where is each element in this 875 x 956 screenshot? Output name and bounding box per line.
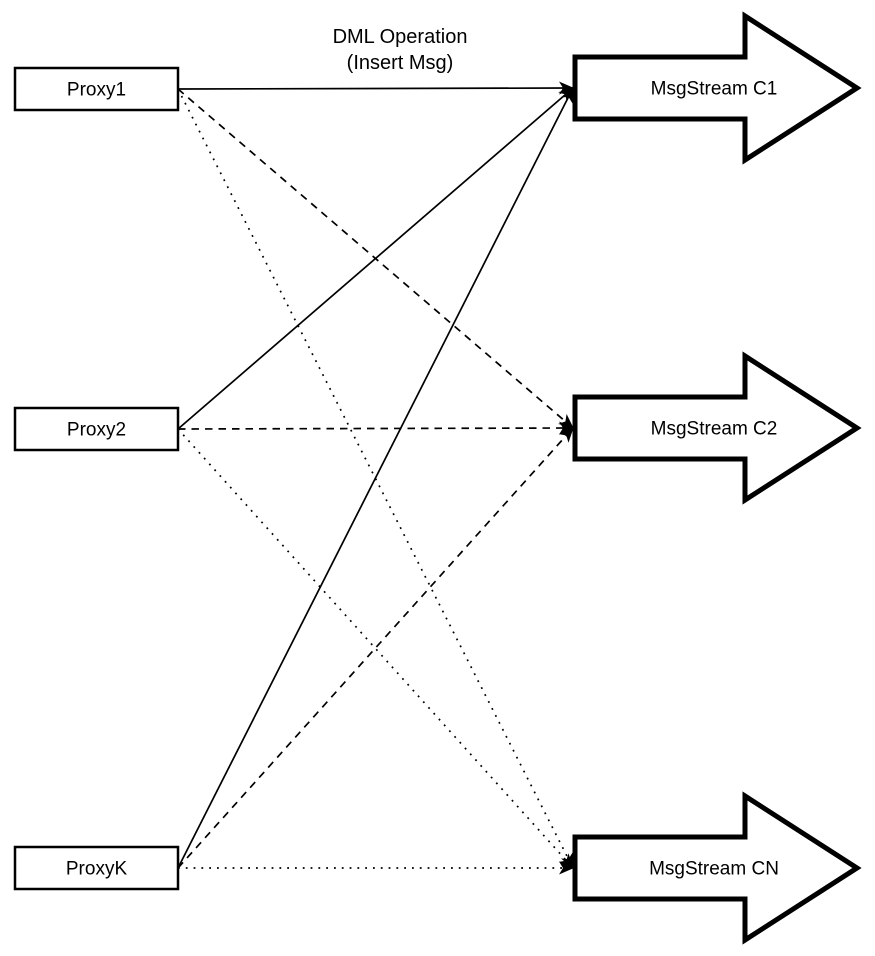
proxy-box (13, 66, 180, 112)
connection-proxy2-to-cn (177, 428, 574, 869)
stream-arrow-shape (572, 791, 862, 945)
stream-label: MsgStream C1 (651, 79, 778, 100)
connection-proxy1-to-c2 (177, 88, 574, 429)
proxy-node-proxy2: Proxy2 (13, 406, 180, 452)
stream-arrow-shape (572, 11, 862, 165)
proxy-label: Proxy2 (67, 420, 126, 441)
proxy-node-proxyk: ProxyK (13, 845, 180, 891)
connection-proxy2-to-c2 (177, 421, 574, 435)
stream-node-c1: MsgStream C1 (572, 11, 862, 165)
dml-operation-label: DML Operation (Insert Msg) (333, 26, 468, 74)
connection-proxyk-to-c2 (177, 427, 574, 869)
proxy-box (13, 845, 180, 891)
connection-proxyk-to-c1 (177, 87, 574, 869)
stream-node-cn: MsgStream CN (572, 791, 862, 945)
proxy-label: Proxy1 (67, 80, 126, 101)
dml-operation-label-line1: DML Operation (333, 26, 468, 48)
stream-label: MsgStream C2 (651, 419, 778, 440)
proxy-node-proxy1: Proxy1 (13, 66, 180, 112)
connection-lines (177, 81, 574, 875)
stream-node-c2: MsgStream C2 (572, 351, 862, 505)
stream-label: MsgStream CN (649, 859, 779, 880)
proxy-label: ProxyK (66, 859, 128, 880)
dml-operation-label-line2: (Insert Msg) (347, 52, 454, 74)
stream-arrow-shape (572, 351, 862, 505)
stream-nodes: MsgStream C1 MsgStream C2 MsgStream CN (572, 11, 862, 945)
proxy-box (13, 406, 180, 452)
connection-proxy1-to-c1 (177, 81, 574, 95)
